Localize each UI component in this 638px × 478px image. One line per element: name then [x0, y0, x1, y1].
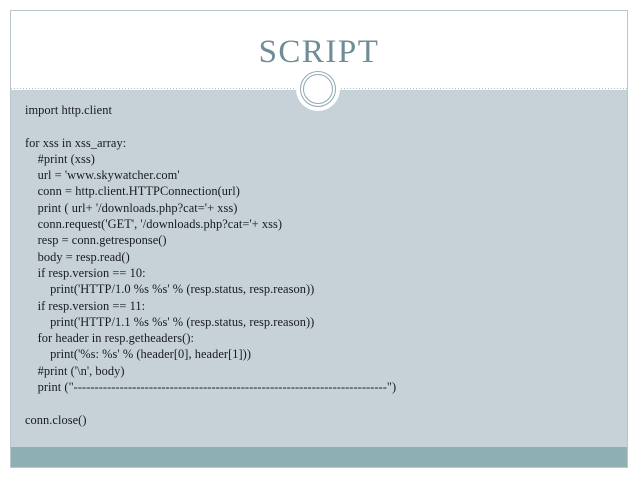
circle-medallion-icon	[296, 67, 340, 111]
medallion-outer-ring	[300, 71, 336, 107]
page-title: SCRIPT	[258, 34, 380, 70]
medallion-inner-ring	[303, 74, 333, 104]
code-block: import http.client for xss in xss_array:…	[25, 103, 397, 427]
footer-accent-band	[11, 447, 627, 467]
code-content-area: import http.client for xss in xss_array:…	[11, 90, 627, 447]
